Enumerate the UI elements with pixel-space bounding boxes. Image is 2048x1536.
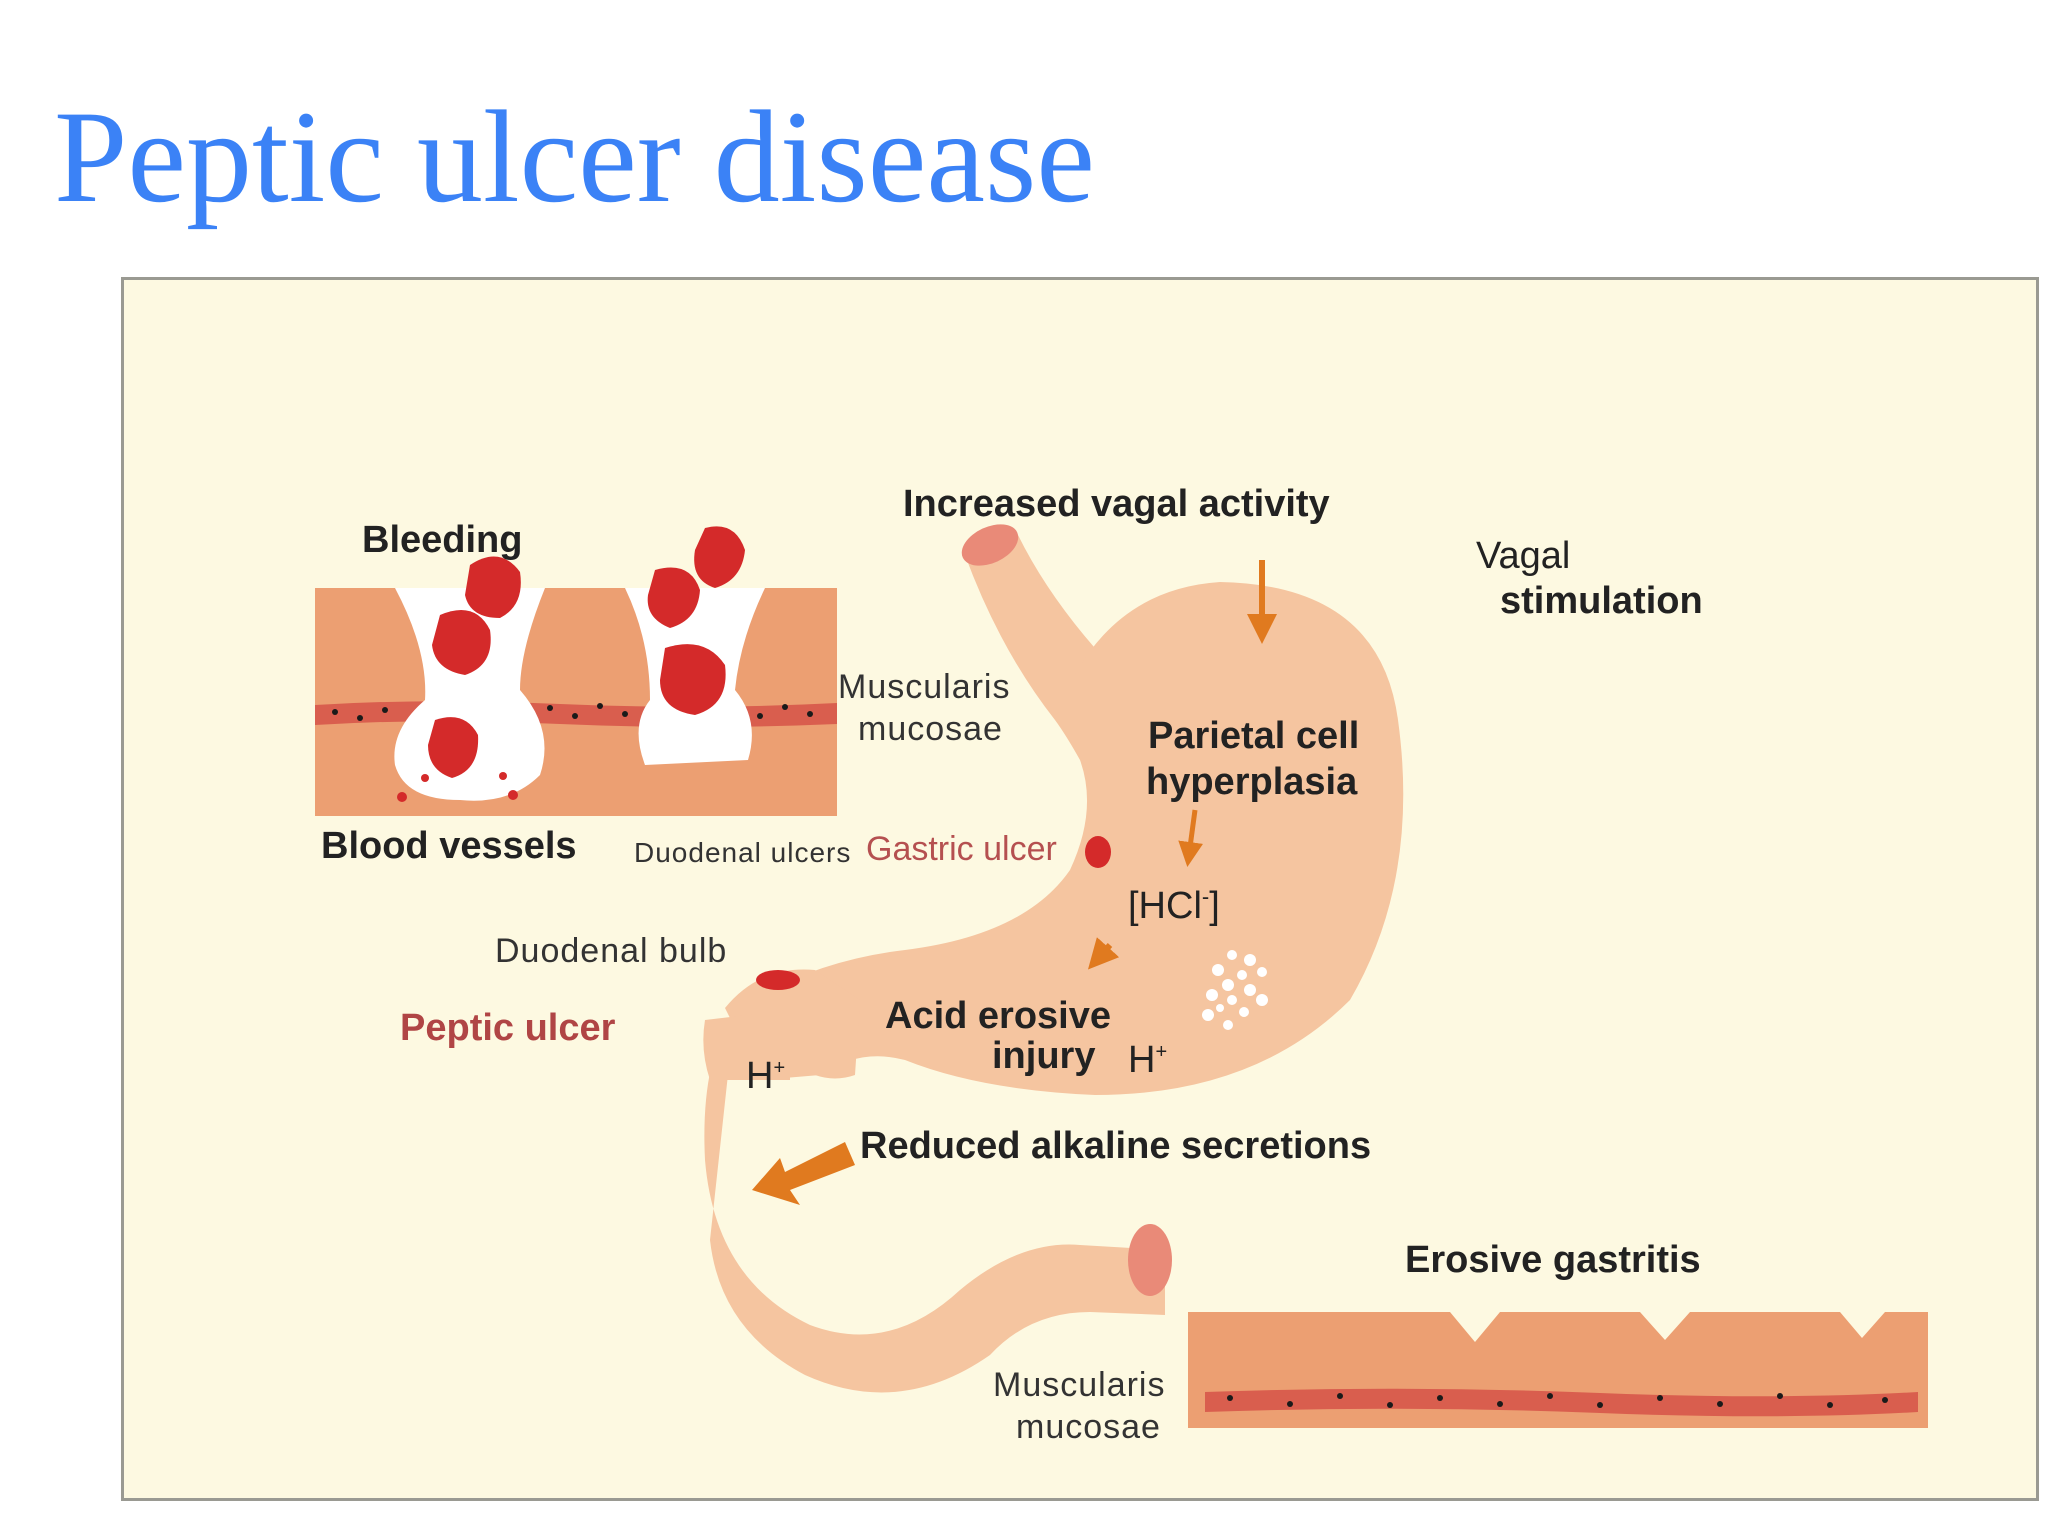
esophagus-opening xyxy=(961,524,1019,566)
label-muscularis-top-1: Muscularis xyxy=(838,668,1010,706)
label-hyperplasia: hyperplasia xyxy=(1146,761,1358,803)
label-vagal: Vagal xyxy=(1476,535,1570,577)
label-h-plus-duodenum: H+ xyxy=(746,1055,785,1097)
label-gastric-ulcer: Gastric ulcer xyxy=(866,830,1057,868)
stomach-illustration xyxy=(703,524,1404,1393)
duodenum-opening xyxy=(1128,1224,1172,1296)
gastric-ulcer-marker xyxy=(1085,836,1111,868)
label-peptic-ulcer: Peptic ulcer xyxy=(400,1007,616,1049)
label-h-plus-stomach: H+ xyxy=(1128,1039,1167,1081)
label-parietal-cell: Parietal cell xyxy=(1148,715,1359,757)
label-reduced-alkaline-secretions: Reduced alkaline secretions xyxy=(860,1125,1371,1167)
label-muscularis-bottom-1: Muscularis xyxy=(993,1366,1165,1404)
label-duodenal-ulcers: Duodenal ulcers xyxy=(634,837,851,868)
arrow-hcl xyxy=(1087,937,1120,970)
label-stimulation: stimulation xyxy=(1500,580,1703,622)
label-hcl: [HCl-] xyxy=(1128,884,1220,927)
page-title: Peptic ulcer disease xyxy=(54,83,1095,230)
duodenal-ulcer-cross-section xyxy=(315,526,837,816)
label-injury: injury xyxy=(992,1035,1095,1077)
erosive-gastritis-cross-section xyxy=(1188,1312,1928,1428)
label-erosive-gastritis: Erosive gastritis xyxy=(1405,1239,1701,1281)
label-muscularis-bottom-2: mucosae xyxy=(1016,1408,1161,1446)
duodenal-bulb-ulcer-marker xyxy=(756,970,800,990)
label-blood-vessels: Blood vessels xyxy=(321,825,577,867)
arrows xyxy=(752,560,1277,1205)
label-increased-vagal-activity: Increased vagal activity xyxy=(903,483,1330,525)
label-duodenal-bulb: Duodenal bulb xyxy=(495,932,727,970)
label-bleeding: Bleeding xyxy=(362,519,522,561)
arrow-hyperplasia xyxy=(1178,809,1204,867)
acid-dots xyxy=(1202,950,1268,1030)
label-acid-erosive: Acid erosive xyxy=(885,995,1111,1037)
arrow-alkaline xyxy=(752,1142,855,1205)
label-muscularis-top-2: mucosae xyxy=(858,710,1003,748)
